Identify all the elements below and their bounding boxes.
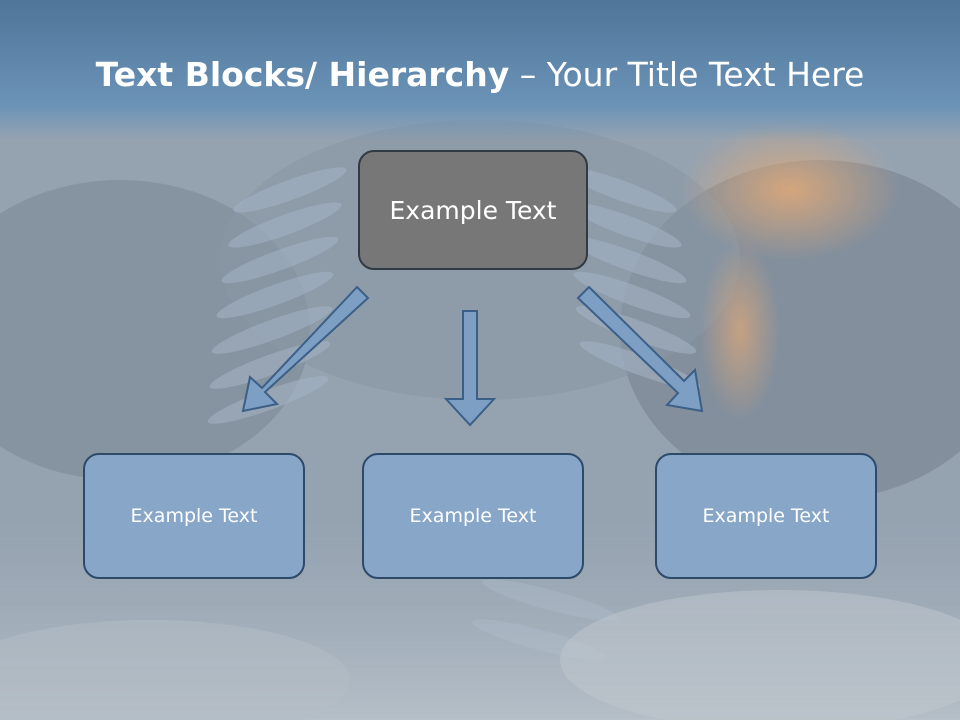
arrow-to-center-box: [443, 310, 497, 427]
top-text-block-label: Example Text: [389, 195, 557, 225]
child-text-block-center[interactable]: Example Text: [362, 453, 584, 579]
arrow-to-right-box: [576, 285, 704, 413]
child-text-block-label: Example Text: [702, 505, 830, 527]
child-text-block-label: Example Text: [130, 505, 258, 527]
top-text-block[interactable]: Example Text: [358, 150, 588, 270]
child-text-block-label: Example Text: [409, 505, 537, 527]
slide-title: Text Blocks/ Hierarchy – Your Title Text…: [0, 52, 960, 98]
title-bold-part: Text Blocks/ Hierarchy: [95, 55, 510, 94]
title-band: [0, 0, 960, 140]
child-text-block-right[interactable]: Example Text: [655, 453, 877, 579]
child-text-block-left[interactable]: Example Text: [83, 453, 305, 579]
title-rest-part: – Your Title Text Here: [509, 55, 865, 94]
arrow-to-left-box: [241, 285, 370, 413]
